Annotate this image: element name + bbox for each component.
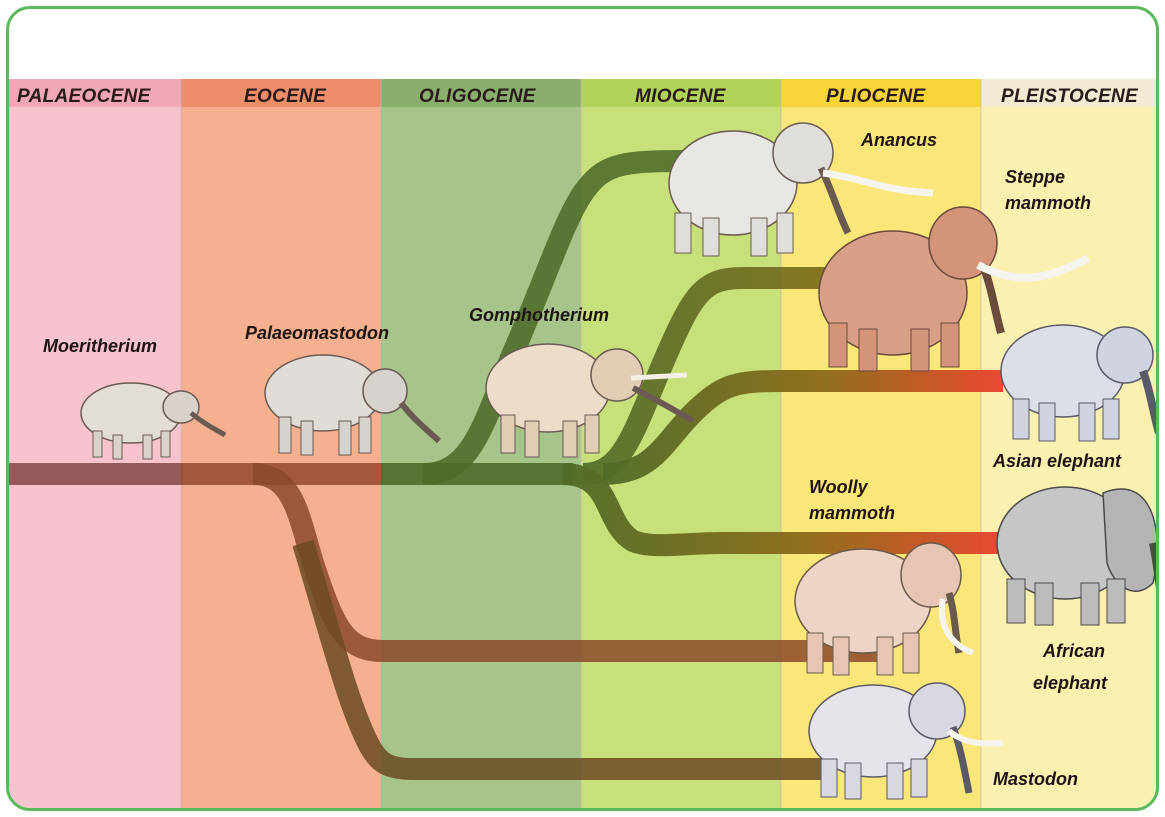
era-label-palaeocene: PALAEOCENE: [17, 86, 152, 107]
evolution-diagram: PALAEOCENE EOCENE OLIGOCENE MIOCENE PLIO…: [9, 9, 1159, 811]
band-pleistocene: [981, 79, 1159, 811]
label-mastodon: Mastodon: [993, 769, 1078, 789]
era-label-pleistocene: PLEISTOCENE: [1001, 86, 1139, 107]
label-steppe-line1: Steppe: [1005, 167, 1065, 187]
label-woolly-line1: Woolly: [809, 477, 869, 497]
label-anancus: Anancus: [860, 130, 937, 150]
era-label-pliocene: PLIOCENE: [826, 86, 927, 107]
era-label-oligocene: OLIGOCENE: [419, 86, 537, 107]
label-african-line1: African: [1042, 641, 1105, 661]
label-african-line2: elephant: [1033, 673, 1108, 693]
label-asian-elephant: Asian elephant: [992, 451, 1122, 471]
label-steppe-line2: mammoth: [1005, 193, 1091, 213]
label-moeritherium: Moeritherium: [43, 336, 157, 356]
era-label-eocene: EOCENE: [244, 86, 327, 107]
label-palaeomastodon: Palaeomastodon: [245, 323, 389, 343]
diagram-frame: PALAEOCENE EOCENE OLIGOCENE MIOCENE PLIO…: [6, 6, 1159, 811]
era-label-miocene: MIOCENE: [635, 86, 727, 107]
label-woolly-line2: mammoth: [809, 503, 895, 523]
label-gomphotherium: Gomphotherium: [469, 305, 609, 325]
